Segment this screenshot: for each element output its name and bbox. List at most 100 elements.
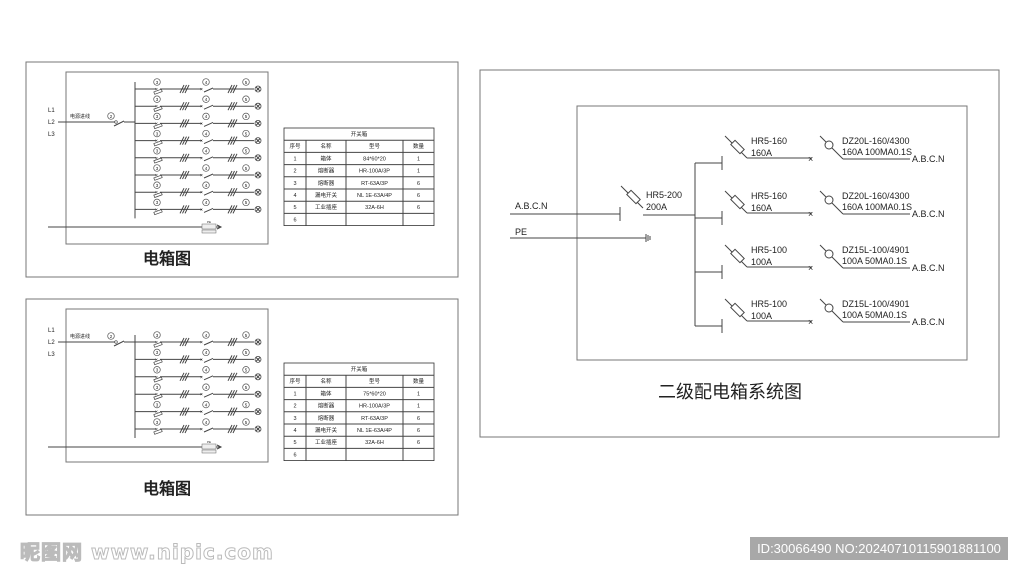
marker-circle	[202, 366, 210, 374]
watermark-logo: 昵图网 www.nipic.com	[20, 540, 274, 565]
lamp-icon	[255, 172, 261, 178]
panel-frame	[25, 298, 459, 516]
breaker-switch-icon	[203, 139, 214, 145]
phase-label-L1: L1	[48, 108, 55, 114]
pe-label: PE	[515, 227, 527, 237]
lamp-icon	[255, 207, 261, 212]
marker-number: 5	[245, 131, 248, 136]
pe-arrow-icon	[216, 224, 223, 230]
marker-circle	[242, 78, 250, 86]
marker-circle	[242, 418, 250, 426]
cable-hatch-icon	[232, 101, 238, 111]
table-cell: 1	[417, 156, 420, 162]
marker-circle	[242, 129, 250, 138]
x-mark: ×	[200, 139, 203, 145]
cable-hatch-icon	[184, 205, 190, 214]
output-label: A.B.C.N	[912, 263, 945, 273]
branch-fuse-rating: 100A	[751, 257, 772, 267]
marker-number: 3	[156, 350, 159, 355]
cable-hatch-icon	[232, 84, 238, 94]
marker-circle	[202, 418, 210, 426]
x-mark: ×	[155, 104, 158, 110]
cable-hatch-icon	[184, 119, 190, 128]
main-switch-icon	[113, 340, 125, 347]
lamp-icon	[255, 189, 261, 195]
cable-hatch-icon	[230, 424, 235, 434]
cable-hatch-icon	[179, 119, 185, 128]
marker-number: 4	[205, 385, 208, 390]
cable-hatch-icon	[182, 119, 187, 128]
cable-hatch-icon	[230, 389, 235, 399]
breaker-switch-icon	[203, 207, 214, 213]
marker-number: 5	[245, 420, 248, 425]
table-cell: 6	[417, 205, 420, 211]
marker-number: 4	[205, 420, 208, 425]
phase-label-L3: L3	[48, 352, 55, 358]
table-cell: 熔断器	[318, 179, 335, 187]
fuse-icon	[626, 189, 641, 205]
marker-number: 4	[205, 80, 208, 85]
breaker-model: DZ15L-100/4901	[842, 245, 910, 255]
cable-hatch-icon	[227, 424, 233, 434]
fuse-icon	[153, 191, 163, 198]
x-mark: ×	[200, 173, 203, 179]
marker-circle	[242, 383, 250, 391]
marker-circle	[202, 78, 210, 86]
marker-circle	[153, 181, 161, 189]
marker-circle	[202, 198, 210, 207]
cable-hatch-icon	[184, 170, 190, 180]
rcd-icon	[824, 140, 834, 150]
marker-circle	[202, 348, 210, 357]
x-mark: ×	[155, 173, 158, 179]
x-mark: ×	[155, 357, 158, 363]
marker-number: 5	[245, 368, 248, 373]
cable-hatch-icon	[232, 187, 238, 197]
cable-hatch-icon	[232, 424, 238, 434]
marker-circle	[242, 331, 250, 339]
cable-hatch-icon	[182, 136, 187, 145]
cable-hatch-icon	[182, 153, 187, 163]
cable-hatch-icon	[230, 187, 235, 197]
cable-hatch-icon	[179, 205, 185, 214]
table-cell: 1	[293, 391, 296, 397]
table-header: 数量	[413, 142, 425, 150]
marker-number: 4	[205, 402, 208, 407]
lamp-icon	[255, 391, 261, 397]
marker-number: 4	[205, 200, 208, 205]
marker-circle	[242, 198, 250, 207]
fuse-icon	[153, 411, 163, 418]
marker-number: 3	[156, 131, 159, 136]
cable-hatch-icon	[227, 84, 233, 94]
table-caption: 开关箱	[351, 130, 368, 138]
marker-number: 5	[245, 80, 248, 85]
breaker-switch-icon	[203, 156, 214, 162]
pe-label: PE	[207, 440, 211, 444]
x-mark: ×	[155, 427, 158, 433]
pe-label: PE	[207, 220, 211, 224]
marker-circle	[153, 348, 161, 357]
table-cell: 3	[293, 416, 296, 422]
table-cell: 5	[293, 440, 296, 446]
marker-number: 2	[110, 114, 113, 119]
fuse-icon	[153, 105, 163, 112]
table-header: 数量	[413, 377, 425, 385]
breaker-contact-icon: ×	[808, 209, 813, 219]
lamp-icon	[255, 138, 261, 143]
x-mark: ×	[155, 375, 158, 381]
fuse-icon	[153, 157, 163, 164]
marker-circle	[153, 198, 161, 207]
marker-circle	[242, 95, 250, 103]
breaker-switch-icon	[203, 173, 214, 179]
table-cell: HR-100A/3P	[359, 169, 390, 175]
x-mark: ×	[200, 427, 203, 433]
rcd-icon	[824, 303, 834, 313]
table-header: 序号	[289, 142, 301, 150]
marker-number: 5	[245, 97, 248, 102]
marker-number: 3	[156, 166, 159, 171]
cable-hatch-icon	[184, 389, 190, 399]
lamp-icon	[255, 86, 261, 92]
table-cell: 32A-6H	[365, 205, 384, 211]
cable-hatch-icon	[179, 424, 185, 434]
cable-hatch-icon	[182, 170, 187, 180]
phase-label-L1: L1	[48, 328, 55, 334]
